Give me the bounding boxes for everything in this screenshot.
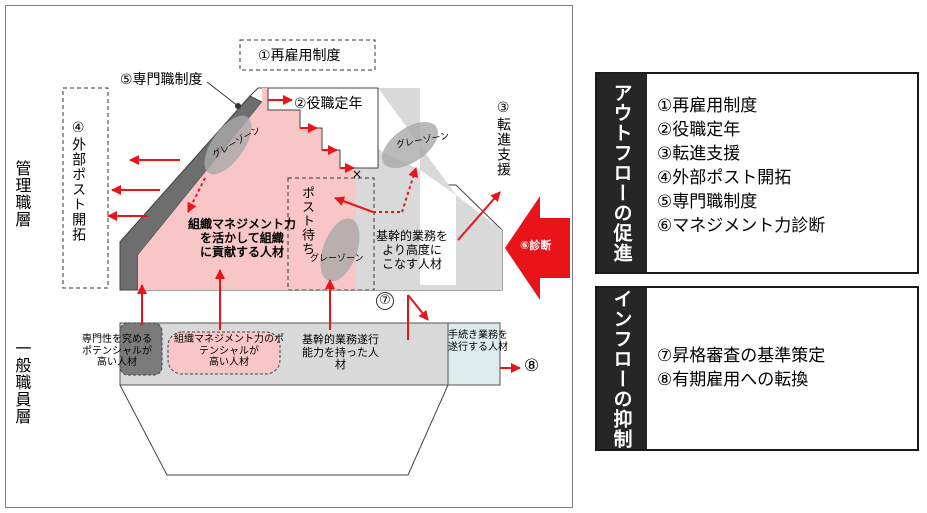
diagnosis-arrow xyxy=(505,196,570,300)
procedure-cell-label: 手続き業務を 遂行する人材 xyxy=(448,330,508,353)
role-retirement-label: ②役職定年 xyxy=(294,96,363,112)
inflow-panel-title: インフローの抑制 xyxy=(597,288,647,449)
gray-zone-oval-right xyxy=(382,121,438,169)
transfer-support-label: ③転進支援 xyxy=(495,100,512,177)
outflow-item: ①再雇用制度 xyxy=(657,96,758,116)
general-staff-area xyxy=(119,384,449,476)
specialist-label: ⑤専門職制度 xyxy=(120,72,203,88)
mgmt-potential-cell xyxy=(167,331,281,375)
rehire-box xyxy=(239,39,376,71)
outflow-item: ③転進支援 xyxy=(657,144,741,164)
outflow-item: ②役職定年 xyxy=(657,120,741,140)
outflow-item: ④外部ポスト開拓 xyxy=(657,168,792,188)
gray-zone-label-middle: グレーゾーン xyxy=(310,254,364,264)
manager-layer-label: 管理職層 xyxy=(12,160,32,228)
cross-mark: × xyxy=(352,167,363,181)
core-advanced-label: 基幹的業務を より高度に こなす人材 xyxy=(376,229,449,271)
outflow-panel: アウトフローの促進 ①再雇用制度 ②役職定年 ③転進支援 ④外部ポスト開拓 ⑤専… xyxy=(595,72,919,274)
specialty-cell-label: 専門性を究める ポテンシャルが 高い人材 xyxy=(82,334,152,368)
inflow-seven-marker: ⑦ xyxy=(376,292,394,310)
outflow-item: ⑥マネジメント力診断 xyxy=(657,216,826,236)
gray-zone-oval-middle xyxy=(320,218,360,282)
contributors-label: 組織マネジメント力 を活かして組織 に貢献する人材 xyxy=(188,217,297,259)
outflow-list: ①再雇用制度 ②役職定年 ③転進支援 ④外部ポスト開拓 ⑤専門職制度 ⑥マネジメ… xyxy=(657,94,825,238)
external-post-box xyxy=(62,87,109,289)
inflow-panel: インフローの抑制 ⑦昇格審査の基準策定 ⑧有期雇用への転換 xyxy=(595,286,919,451)
inflow-item: ⑧有期雇用への転換 xyxy=(657,370,809,390)
outflow-panel-title: アウトフローの促進 xyxy=(597,74,647,272)
diagnosis-label: ⑥診断 xyxy=(520,239,552,252)
general-layer-label: 一般職員層 xyxy=(12,340,32,425)
inflow-eight-marker: ⑧ xyxy=(524,356,540,376)
contributors-area xyxy=(138,88,356,290)
mgmt-potential-cell-label: 組織マネジメント力のポ テンシャルが 高い人材 xyxy=(174,334,284,368)
inflow-item: ⑦昇格審査の基準策定 xyxy=(657,346,826,366)
inflow-list: ⑦昇格審査の基準策定 ⑧有期雇用への転換 xyxy=(657,344,825,392)
waiting-post-label: ポスト待ち xyxy=(298,186,314,256)
rehire-label: ①再雇用制度 xyxy=(258,48,341,64)
procedure-cell xyxy=(447,322,501,386)
gray-zone-oval-left xyxy=(204,115,252,175)
outflow-item: ⑤専門職制度 xyxy=(657,192,758,212)
core-ability-cell-label: 基幹的業務遂行 能力を持った人 材 xyxy=(302,333,379,372)
diagram-frame xyxy=(5,5,573,508)
external-post-label: ④外部ポスト開拓 xyxy=(70,120,87,242)
